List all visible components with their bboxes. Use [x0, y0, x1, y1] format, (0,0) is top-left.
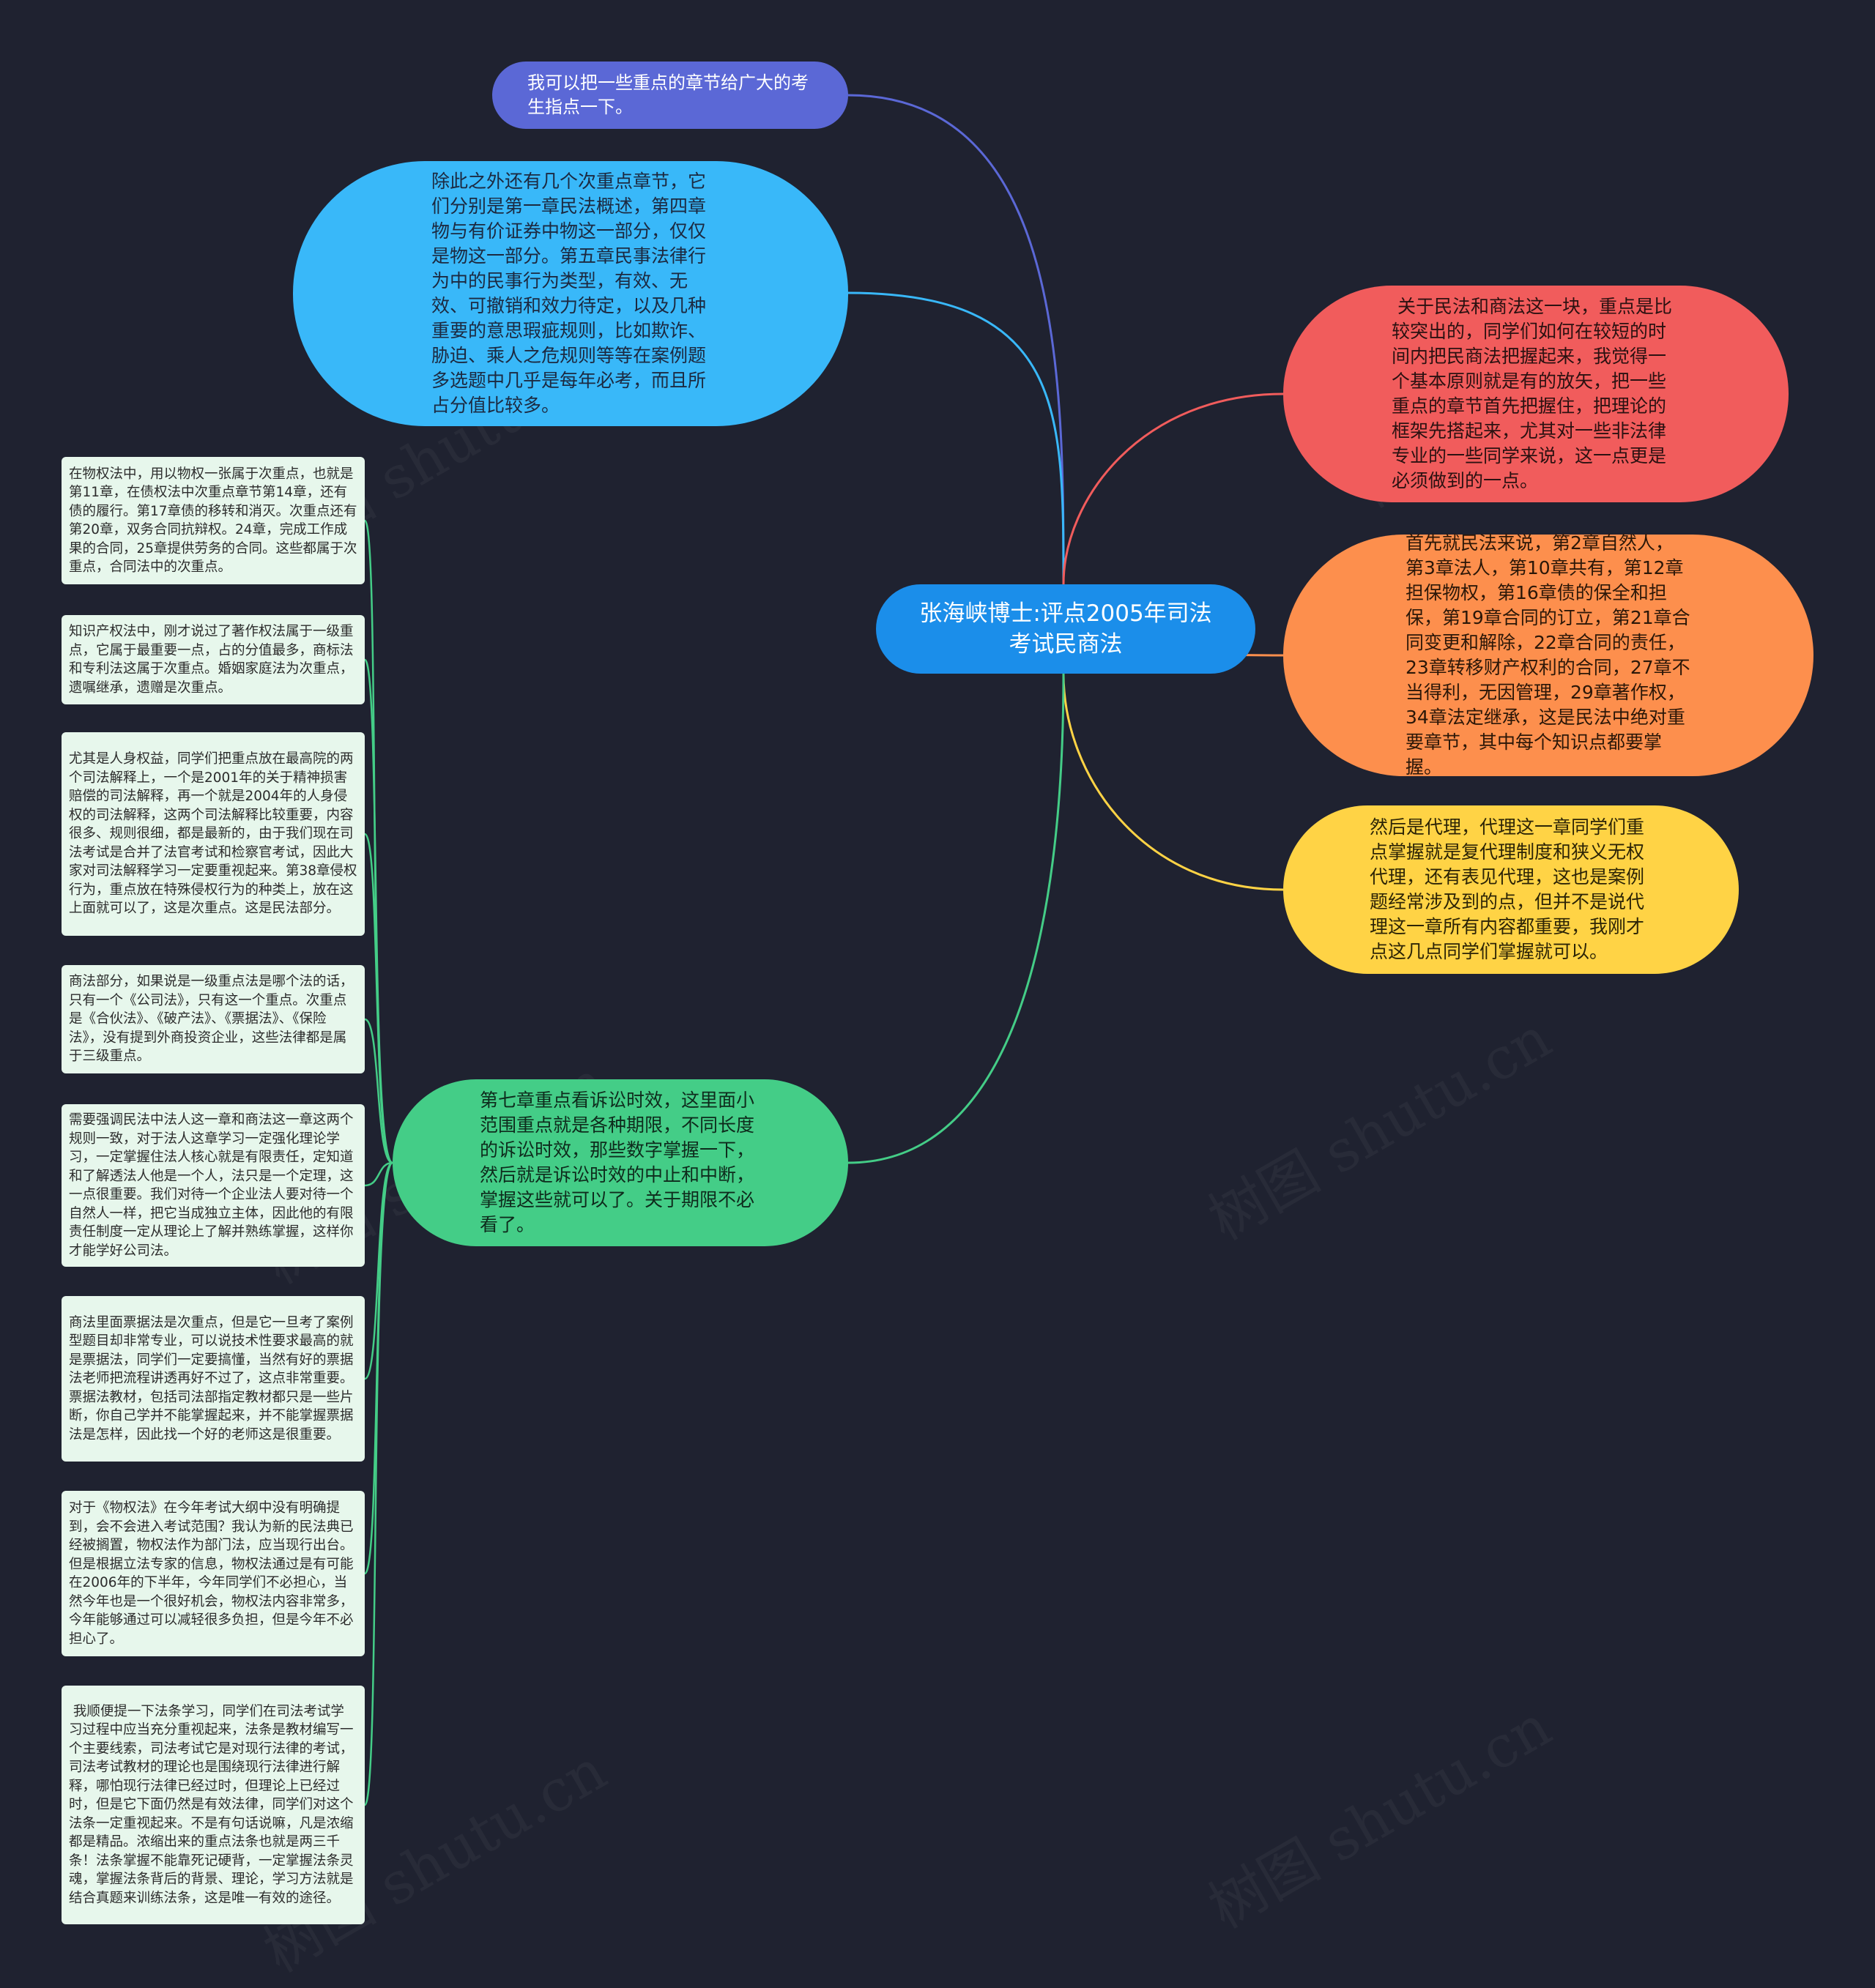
leaf-node-4[interactable]: 商法部分，如果说是一级重点法是哪个法的话，只有一个《公司法》，只有这一个重点。次…: [62, 965, 365, 1073]
branch-node-top-left-1[interactable]: 我可以把一些重点的章节给广大的考生指点一下。: [492, 62, 848, 129]
root-topic-text: 张海峡博士:评点2005年司法考试民商法: [919, 600, 1212, 658]
branch-node-right-2[interactable]: 首先就民法来说，第2章自然人，第3章法人，第10章共有，第12章担保物权，第16…: [1283, 532, 1813, 778]
branch-node-right-3[interactable]: 然后是代理，代理这一章同学们重点掌握就是复代理制度和狭义无权代理，还有表见代理，…: [1283, 805, 1739, 974]
leaf-text: 知识产权法中，刚才说过了著作权法属于一级重点，它属于最重要一点，占的分值最多，商…: [69, 624, 354, 696]
branch-text: 关于民法和商法这一块，重点是比较突出的，同学们如何在较短的时间内把民商法把握起来…: [1392, 296, 1672, 491]
branch-node-bottom-left[interactable]: 第七章重点看诉讼时效，这里面小范围重点就是各种期限，不同长度的诉讼时效，那些数字…: [393, 1079, 848, 1246]
leaf-text: 商法部分，如果说是一级重点法是哪个法的话，只有一个《公司法》，只有这一个重点。次…: [69, 974, 354, 1065]
link-root-bottom-left: [847, 673, 1065, 1164]
link-root-top-left-1: [847, 94, 1065, 585]
link-bottom-left-leaf-8: [363, 1161, 394, 1806]
branch-text: 除此之外还有几个次重点章节，它们分别是第一章民法概述，第四章物与有价证券中物这一…: [431, 171, 707, 416]
leaf-node-5[interactable]: 需要强调民法中法人这一章和商法这一章这两个规则一致，对于法人这章学习一定强化理论…: [62, 1104, 365, 1267]
branch-text: 第七章重点看诉讼时效，这里面小范围重点就是各种期限，不同长度的诉讼时效，那些数字…: [480, 1090, 755, 1235]
leaf-node-1[interactable]: 在物权法中，用以物权一张属于次重点，也就是第11章，在债权法中次重点章节第14章…: [62, 457, 365, 584]
leaf-text: 在物权法中，用以物权一张属于次重点，也就是第11章，在债权法中次重点章节第14章…: [69, 466, 357, 576]
root-topic-node[interactable]: 张海峡博士:评点2005年司法考试民商法: [876, 584, 1255, 674]
leaf-node-2[interactable]: 知识产权法中，刚才说过了著作权法属于一级重点，它属于最重要一点，占的分值最多，商…: [62, 615, 365, 704]
leaf-text: 商法里面票据法是次重点，但是它一旦考了案例型题目却非常专业，可以说技术性要求最高…: [69, 1314, 354, 1442]
branch-node-top-left-2[interactable]: 除此之外还有几个次重点章节，它们分别是第一章民法概述，第四章物与有价证券中物这一…: [293, 161, 848, 426]
branch-text: 首先就民法来说，第2章自然人，第3章法人，第10章共有，第12章担保物权，第16…: [1406, 532, 1690, 778]
link-root-right-3: [1062, 673, 1284, 891]
leaf-text: 尤其是人身权益，同学们把重点放在最高院的两个司法解释上，一个是2001年的关于精…: [69, 751, 357, 917]
leaf-text: 对于《物权法》在今年考试大纲中没有明确提到，会不会进入考试范围？我认为新的民法典…: [69, 1500, 354, 1647]
leaf-text: 需要强调民法中法人这一章和商法这一章这两个规则一致，对于法人这章学习一定强化理论…: [69, 1112, 354, 1259]
leaf-node-8[interactable]: 我顺便提一下法条学习，同学们在司法考试学习过程中应当充分重视起来，法条是教材编写…: [62, 1686, 365, 1924]
branch-text: 然后是代理，代理这一章同学们重点掌握就是复代理制度和狭义无权代理，还有表见代理，…: [1370, 816, 1645, 962]
branch-text: 我可以把一些重点的章节给广大的考生指点一下。: [527, 72, 809, 117]
leaf-node-3[interactable]: 尤其是人身权益，同学们把重点放在最高院的两个司法解释上，一个是2001年的关于精…: [62, 732, 365, 936]
branch-node-right-1[interactable]: 关于民法和商法这一块，重点是比较突出的，同学们如何在较短的时间内把民商法把握起来…: [1283, 286, 1789, 502]
leaf-text: 我顺便提一下法条学习，同学们在司法考试学习过程中应当充分重视起来，法条是教材编写…: [69, 1703, 354, 1906]
leaf-node-6[interactable]: 商法里面票据法是次重点，但是它一旦考了案例型题目却非常专业，可以说技术性要求最高…: [62, 1296, 365, 1462]
link-bottom-left-leaf-3: [363, 833, 393, 1164]
link-root-right-1: [1062, 392, 1284, 585]
link-bottom-left-leaf-5: [364, 1161, 393, 1187]
link-bottom-left-leaf-4: [364, 1018, 393, 1164]
link-root-top-left-2: [847, 291, 1065, 585]
leaf-node-7[interactable]: 对于《物权法》在今年考试大纲中没有明确提到，会不会进入考试范围？我认为新的民法典…: [62, 1491, 365, 1656]
